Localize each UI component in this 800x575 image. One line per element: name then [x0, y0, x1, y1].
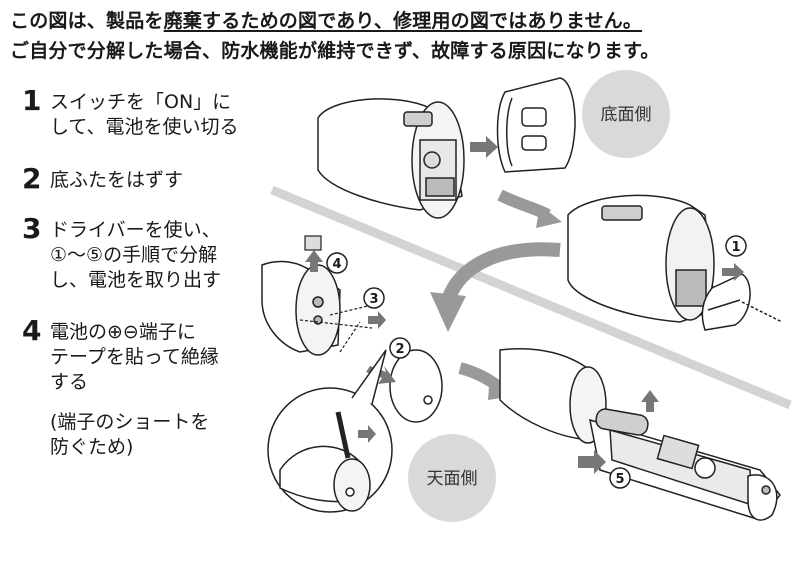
- arrow-to-lid: [470, 136, 498, 158]
- arrow-zoom: [358, 425, 376, 443]
- top-side-label: 天面側: [427, 469, 478, 489]
- marker-5: 5: [615, 472, 624, 487]
- screw-left-3: [339, 321, 361, 353]
- marker-4: 4: [332, 257, 341, 272]
- curved-arrow-down-right-head: [536, 205, 562, 228]
- warning-line-1: この図は、製品を廃棄するための図であり、修理用の図ではありません。: [10, 6, 790, 36]
- step-4-text: 電池の⊕⊖端子に テープを貼って絶縁 する: [50, 321, 219, 393]
- warning-line-1-underlined: 廃棄するための図であり、修理用の図ではありません。: [163, 10, 643, 32]
- marker-3: 3: [369, 292, 378, 307]
- marker-5-circle: [609, 467, 631, 489]
- step-3-text: ドライバーを使い、 ①～⑤の手順で分解 し、電池を取り出す: [50, 219, 222, 291]
- step-1-number: 1: [22, 84, 42, 117]
- warning-line-2: ご自分で分解した場合、防水機能が維持できず、故障する原因になります。: [10, 40, 660, 62]
- arrow-step-3: [368, 311, 386, 329]
- connector-piece: [304, 235, 322, 251]
- step-3-number: 3: [22, 212, 42, 245]
- arrow-up-step-4: [305, 250, 323, 272]
- marker-2: 2: [395, 342, 404, 357]
- marker-2-circle: [389, 337, 411, 359]
- screw-left-1: [299, 319, 373, 329]
- top-cover-disc: [389, 349, 443, 423]
- device-top-illustration: [317, 98, 465, 219]
- step-4-note: (端子のショートを 防ぐため): [50, 411, 210, 458]
- curved-arrow-left: [441, 242, 561, 303]
- device-right-illustration: [567, 194, 716, 323]
- step-2-text: 底ふたをはずす: [50, 169, 184, 191]
- bottom-side-label-circle: [582, 70, 670, 158]
- marker-1: 1: [731, 240, 740, 255]
- bottom-side-label: 底面側: [601, 105, 652, 125]
- marker-1-circle: [725, 235, 747, 257]
- device-bottom-illustration: [499, 347, 781, 521]
- marker-4-circle: [326, 252, 348, 274]
- screw-left-2: [329, 304, 373, 316]
- step-4-number: 4: [22, 314, 42, 347]
- zoom-detail: [267, 349, 393, 513]
- curved-arrow-left-head: [430, 292, 466, 332]
- warning-header: この図は、製品を廃棄するための図であり、修理用の図ではありません。 ご自分で分解…: [10, 6, 790, 66]
- arrow-step-5: [578, 450, 606, 474]
- screw-right: [741, 301, 783, 323]
- top-side-label-circle: [408, 434, 496, 522]
- small-lid-right: [701, 273, 751, 331]
- arrow-step-1: [722, 263, 744, 281]
- device-left-illustration: [261, 260, 341, 356]
- bottom-lid: [496, 77, 576, 173]
- diagonal-band: [270, 185, 792, 410]
- warning-line-1-lead: この図は、製品を: [10, 10, 164, 32]
- arrow-up-battery: [641, 390, 659, 412]
- marker-3-circle: [363, 287, 385, 309]
- step-1-text: スイッチを「ON」に して、電池を使い切る: [50, 91, 239, 138]
- step-2-number: 2: [22, 162, 42, 195]
